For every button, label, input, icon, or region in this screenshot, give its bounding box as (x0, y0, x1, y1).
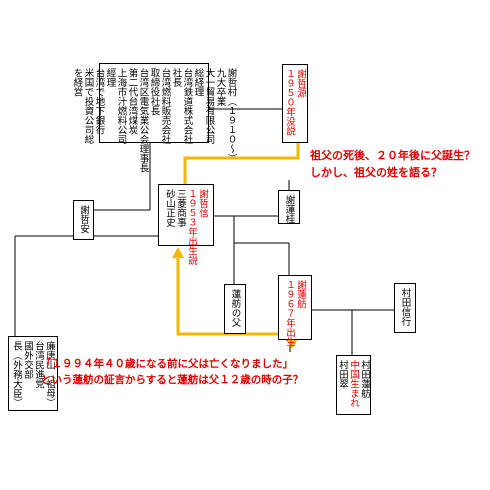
note-2-line-1: 「１９９４年４０歳になる前に父は亡くなりました」 (41, 358, 293, 370)
node-text-line: 台湾燃料販売会社 (159, 68, 171, 144)
node-kosanmura: 謝哲村（１９１０～）九大卒業大一貿易有限公司総経理台湾鉄道株式会社社長台湾燃料販… (72, 63, 237, 173)
node-text-line: １９５３年出生説 (186, 189, 197, 265)
node-text-line: 中国生まれ (348, 360, 359, 408)
node-text-line: 廉唐山（祖母） (44, 341, 55, 408)
node-text-line: 取締役社長 (148, 68, 160, 116)
note-1-line-2: しかし、祖父の姓を語る？ (310, 166, 442, 179)
node-text-line: 台湾民進党 (33, 341, 44, 389)
node-murata-shingyo: 村田信行 (394, 283, 416, 333)
node-text-line: 大一貿易有限公司 (203, 68, 215, 144)
node-text-line: 第二代台湾煤炭 (126, 68, 138, 135)
node-renho-chichi: 蓮舫の父 (224, 284, 246, 334)
node-text-line: 総経理 (192, 68, 204, 97)
node-text-line: 經理 (104, 68, 116, 87)
node-text-line: 國外交部 (22, 341, 33, 379)
node-text-line: 村田翠 (337, 360, 348, 389)
note-1-line-1: 祖父の死後、２０年後に父誕生？ (310, 149, 475, 162)
node-text-line: 謝哲信 (197, 189, 208, 218)
node-text-line: 謝蓮桂 (283, 195, 295, 224)
node-text-line: 長（外務大臣） (11, 341, 22, 408)
node-text-line: 社長 (170, 68, 182, 87)
node-text-line: 村田蓮舫 (359, 360, 370, 398)
arrowhead-up-father (172, 247, 184, 258)
node-text-line: を経営 (71, 68, 83, 97)
arrow-father-meigen (183, 140, 300, 185)
node-renko: 謝蓮桂 (278, 190, 300, 224)
node-text-line: 謝哲村（１９１０～） (225, 68, 237, 163)
node-text-line: 台湾で地下銀行 (93, 68, 105, 135)
node-ryo-kozan: 廉唐山（祖母）台湾民進党國外交部長（外務大臣） (8, 336, 58, 411)
node-text-line: 村田信行 (399, 288, 411, 326)
node-text-line: 台湾鉄道株式会社 (181, 68, 193, 144)
node-sha-an: 謝哲安 (73, 200, 94, 240)
node-murata-pair: 村田蓮舫中国生まれ村田翠 (336, 355, 371, 415)
node-text-line: 台湾区電気業公会理事長 (137, 68, 149, 173)
node-text-line: 上海市汁燃料公司 (115, 68, 127, 144)
node-text-line: 謝哲源 (295, 69, 306, 98)
arrowhead-down-renho (286, 339, 298, 349)
node-text-line: 謝蓮舫 (295, 280, 306, 309)
node-text-line: 三菱商事 (175, 189, 186, 227)
node-text-line: 蓮舫の父 (229, 289, 241, 327)
node-text-line: １９６７年出生 (284, 280, 295, 347)
node-text-line: １９５０年没説 (284, 69, 295, 136)
node-text-line: 砂山正史 (164, 189, 175, 227)
node-text-line: 九大卒業 (214, 68, 226, 106)
note-2-line-2: という蓮舫の証言からすると蓮舫は父１２歳の時の子？ (41, 374, 304, 386)
node-text-line: 米国で投資公司総 (82, 68, 94, 144)
node-text-line: 謝哲安 (78, 205, 89, 234)
